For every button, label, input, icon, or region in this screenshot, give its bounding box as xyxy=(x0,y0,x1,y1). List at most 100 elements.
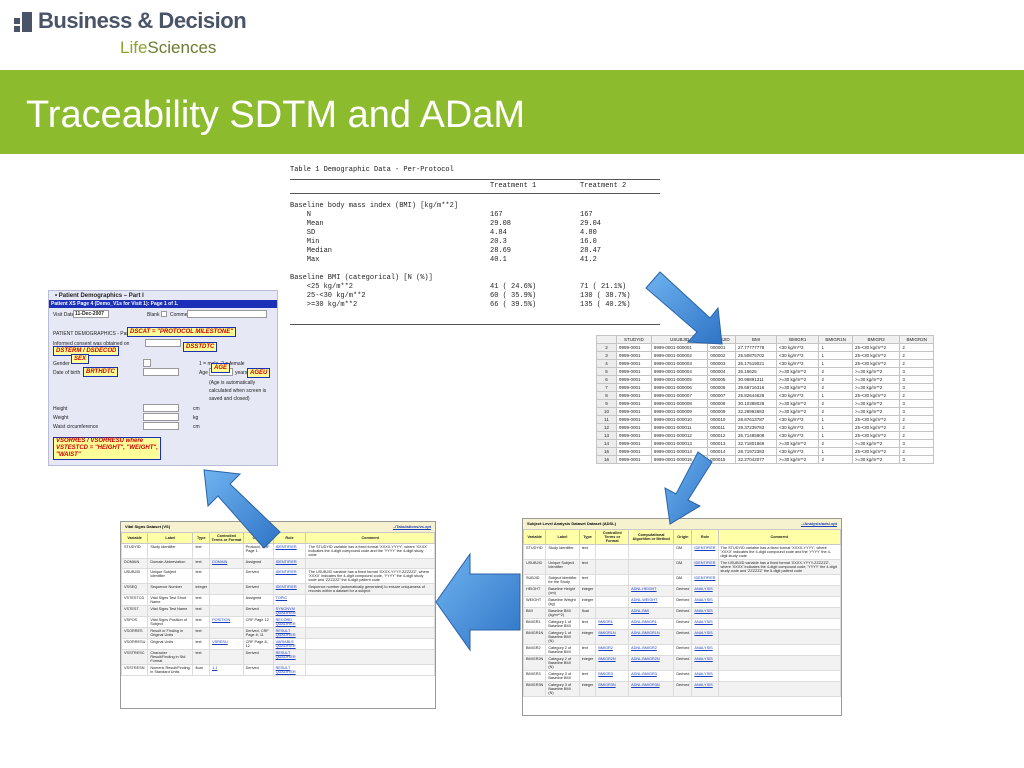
grid-cell: 3 xyxy=(899,455,934,464)
define-cell: The USUBJID variable has a fixed format … xyxy=(717,559,842,575)
grid-cell: 9999-0001 xyxy=(616,455,652,464)
sas-output-table: Table 1 Demographic Data - Per-Protocol … xyxy=(290,166,660,327)
height-label: Height xyxy=(53,406,68,412)
sas-row-treatment2: 16.0 xyxy=(580,238,597,246)
define-cell: Derived xyxy=(242,605,274,617)
sas-row-treatment2: 135 ( 40.2%) xyxy=(580,301,631,309)
sas-row-label: Baseline body mass index (BMI) [kg/m**2] xyxy=(290,202,459,210)
sas-rows: Baseline body mass index (BMI) [kg/m**2]… xyxy=(290,202,660,310)
height-field[interactable] xyxy=(143,404,179,412)
define-cell[interactable]: ANALYSIS xyxy=(691,585,719,597)
consent-date-field[interactable] xyxy=(145,339,181,347)
annotation-age: AGE xyxy=(211,363,231,373)
define-cell: VSTEST xyxy=(120,605,149,617)
define-cell: Category 3 of Baseline BMI xyxy=(545,670,580,682)
define-cell[interactable]: ANALYSIS xyxy=(691,681,719,697)
vs-define-title: Vital Signs Dataset (VS) xyxy=(125,524,171,529)
define-cell: DM xyxy=(673,559,693,575)
years-label: years xyxy=(235,370,248,376)
define-header-cell: Label xyxy=(545,529,580,545)
slide-title: Traceability SDTM and ADaM xyxy=(26,94,526,136)
define-cell: Category 3 of Baseline BMI (N) xyxy=(545,681,580,697)
annotation-dscat: DSCAT = "PROTOCOL MILESTONE" xyxy=(127,327,237,337)
define-cell[interactable]: ADNL.BMIGR3N xyxy=(628,681,675,697)
define-cell xyxy=(717,681,842,697)
define-cell[interactable]: BMIGR1N xyxy=(595,629,630,645)
visit-date-field[interactable]: 11-Dec-2007 xyxy=(73,310,109,318)
define-header-cell: Controlled Terms or Format xyxy=(595,529,630,545)
define-cell xyxy=(717,629,842,645)
weight-field[interactable] xyxy=(143,413,179,421)
sas-col1-header: Treatment 1 xyxy=(490,182,537,190)
sas-row-label: 25-<30 kg/m**2 xyxy=(290,292,366,300)
define-header-cell: Role xyxy=(691,529,719,545)
annotation-sex: SEX xyxy=(71,354,90,364)
define-cell: Numeric Result/Finding in Standard Units xyxy=(147,664,194,676)
define-cell: Derived xyxy=(673,681,693,697)
crf-section-label: PATIENT DEMOGRAPHICS - Part I xyxy=(53,331,133,337)
blank-checkbox[interactable] xyxy=(161,311,167,317)
define-cell[interactable]: ANALYSIS xyxy=(691,655,719,671)
arrow-sas-to-adsl-icon xyxy=(645,271,723,345)
define-cell[interactable]: RESULT QUALIFIER xyxy=(272,649,307,665)
define-cell[interactable]: IDENTIFIER xyxy=(691,559,719,575)
sas-row: >=30 kg/m**2 66 ( 39.5%) 135 ( 40.2%) xyxy=(290,301,660,310)
vs-define-table: Vital Signs Dataset (VS) ../Tabulations/… xyxy=(120,521,436,709)
crf-form: • Patient Demographics – Part I Patient … xyxy=(48,290,278,466)
waist-field[interactable] xyxy=(143,422,179,430)
define-cell xyxy=(628,559,675,575)
sas-row-treatment1: 28.69 xyxy=(490,247,512,255)
sas-row-treatment1: 41 ( 24.6%) xyxy=(490,283,537,291)
gender-field[interactable] xyxy=(143,359,151,367)
define-cell[interactable]: BMIGR2N xyxy=(595,655,630,671)
weight-unit: kg xyxy=(193,415,199,421)
comment-field[interactable] xyxy=(187,310,267,318)
sas-row-treatment2: 29.04 xyxy=(580,220,602,228)
grid-row-number: 16 xyxy=(596,455,617,464)
adsl-define-link[interactable]: ../Analysis/adsl.xpt xyxy=(800,521,837,526)
dob-field[interactable] xyxy=(143,368,179,376)
define-cell: VSSTRESN xyxy=(120,664,149,676)
sas-row-label: N xyxy=(290,211,312,219)
define-cell[interactable]: RESULT QUALIFIER xyxy=(272,627,307,639)
define-cell[interactable]: BMIGR3N xyxy=(595,681,630,697)
comment-label: Comment xyxy=(170,312,192,318)
title-band: Traceability SDTM and ADaM xyxy=(0,70,1024,154)
sas-row-label: <25 kg/m**2 xyxy=(290,283,354,291)
logo-mark-icon xyxy=(14,12,34,34)
sas-row-treatment1: 60 ( 35.9%) xyxy=(490,292,537,300)
define-cell: Sequence number (automatically generated… xyxy=(305,583,435,595)
define-cell xyxy=(305,649,435,665)
sas-row-treatment2: 130 ( 38.7%) xyxy=(580,292,631,300)
grid-cell: >=30 kg/m**2 xyxy=(851,455,901,464)
weight-label: Weight xyxy=(53,415,69,421)
vs-define-link[interactable]: ../Tabulations/vs.xpt xyxy=(392,524,431,529)
define-cell: Derived xyxy=(242,649,274,665)
define-cell: Unique Subject Identifier xyxy=(545,559,580,575)
sas-row-label: Mean xyxy=(290,220,324,228)
sas-row: Baseline BMI (categorical) [N (%)] xyxy=(290,274,660,283)
define-cell: USUBJID xyxy=(522,559,547,575)
arrow-vs-to-crf-icon xyxy=(203,469,281,549)
waist-unit: cm xyxy=(193,424,200,430)
sas-row-treatment1: 66 ( 39.5%) xyxy=(490,301,537,309)
vs-define-header: Vital Signs Dataset (VS) ../Tabulations/… xyxy=(121,522,435,532)
sas-row-label: Baseline BMI (categorical) [N (%)] xyxy=(290,274,433,282)
define-cell[interactable]: RESULT QUALIFIER xyxy=(272,664,307,676)
sas-row-label: >=30 kg/m**2 xyxy=(290,301,358,309)
